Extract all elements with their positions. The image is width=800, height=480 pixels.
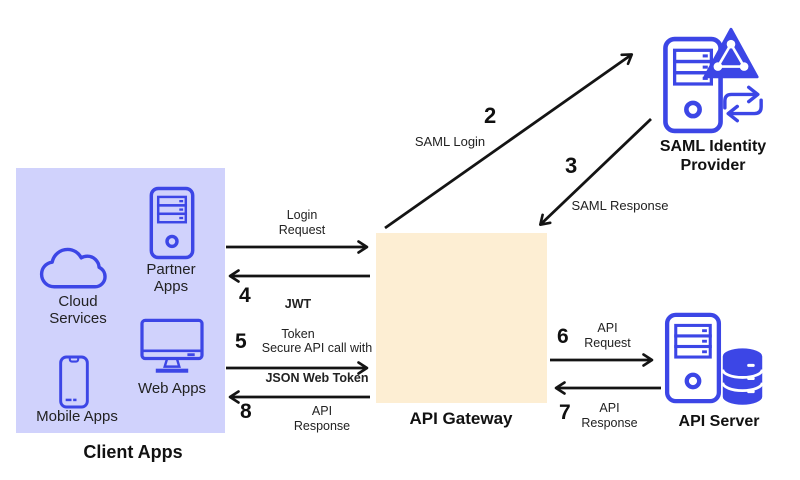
partner-apps-server-icon (149, 186, 195, 260)
arrow-saml-login (384, 53, 634, 230)
api-request-label: API Request (584, 321, 631, 350)
api-server-icon (664, 312, 722, 404)
client-apps-title: Client Apps (83, 442, 183, 462)
web-apps-label: Web Apps (137, 380, 207, 397)
step-number-api-response-client: 8 (240, 400, 252, 423)
saml-login-label: SAML Login (414, 134, 486, 149)
step-number-api-request: 6 (557, 325, 569, 348)
api-response-to-client-label: API Response (293, 404, 351, 433)
step-number-jwt: 4 (239, 284, 251, 307)
step-number-saml-response: 3 (565, 153, 578, 178)
partner-apps-label: Partner Apps (146, 261, 196, 296)
arrow-saml-response (538, 117, 652, 226)
step-number-api-response-gateway: 7 (559, 401, 571, 424)
cloud-services-label: Cloud Services (49, 293, 107, 328)
web-apps-monitor-icon (140, 318, 204, 373)
step-number-saml-login: 2 (484, 103, 497, 128)
mobile-apps-phone-icon (59, 355, 89, 409)
secure-api-call-label-plain: Secure API call with (261, 341, 373, 355)
api-gateway-box (376, 233, 547, 403)
jwt-token-label-plain: Token (281, 327, 315, 341)
secure-api-call-label-bold: JSON Web Token (265, 371, 369, 385)
api-response-to-gateway-label: API Response (581, 401, 638, 430)
api-server-label: API Server (678, 413, 760, 430)
secure-api-call-label: Secure API call with JSON Web Token (252, 326, 382, 401)
jwt-token-label: JWT Token (258, 282, 338, 357)
jwt-token-label-bold: JWT (284, 297, 312, 311)
saml-idp-label: SAML Identity Provider (659, 138, 767, 175)
login-request-label: Login Request (278, 208, 326, 237)
cloud-icon (39, 247, 107, 289)
mobile-apps-label: Mobile Apps (36, 408, 118, 425)
client-apps-panel (16, 168, 225, 433)
step-number-secure-api-call: 5 (235, 330, 247, 353)
exchange-arrows-icon (723, 85, 763, 123)
api-gateway-label: API Gateway (409, 409, 513, 428)
database-icon (721, 348, 764, 405)
saml-response-label: SAML Response (571, 198, 669, 213)
network-triangle-icon (703, 27, 759, 79)
